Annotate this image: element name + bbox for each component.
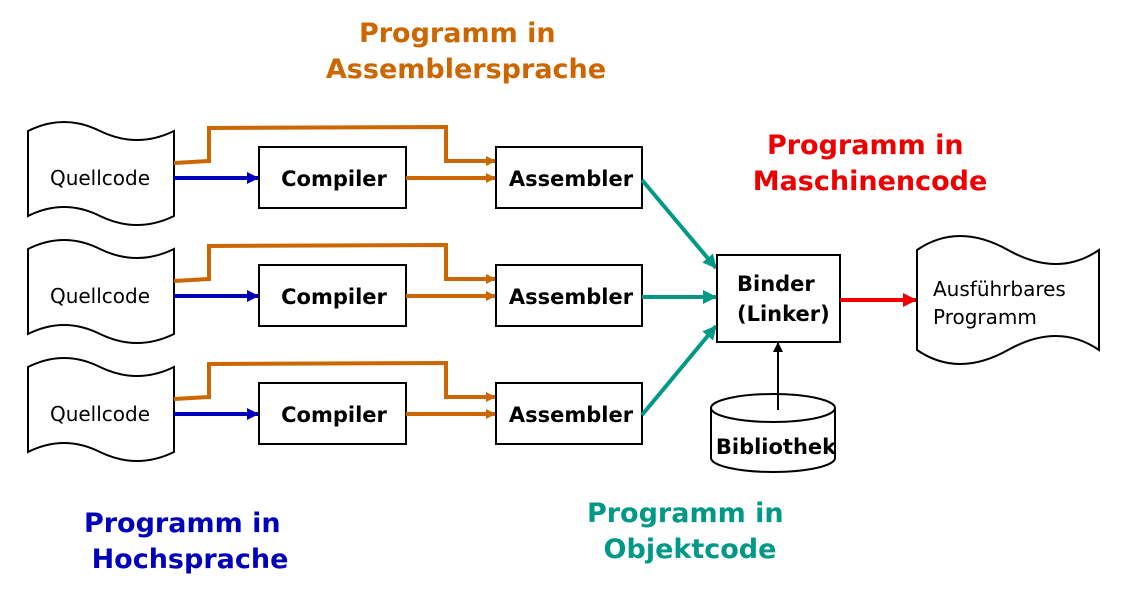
linker-label: Binder (Linker) [737, 272, 830, 326]
assembler-label: Assembler [509, 403, 634, 427]
linker-label-line-2: (Linker) [737, 302, 830, 326]
pipeline-row: Quellcode Compiler Assembler [27, 239, 643, 344]
source-document [27, 357, 175, 462]
high-level-language-label: Programm in Hochsprache [84, 508, 290, 575]
high-level-language-line-2: Hochsprache [92, 544, 289, 575]
machine-code-line-2: Maschinencode [753, 166, 988, 197]
assembler-bypass-arrow [173, 360, 496, 402]
executable-label-line-1: Ausführbares [933, 277, 1066, 301]
assembler-label: Assembler [509, 285, 634, 309]
object-code-arrow-3 [640, 324, 718, 417]
assembler-box [495, 146, 643, 209]
object-code-line-1: Programm in [587, 498, 784, 529]
linker-box: Binder (Linker) [716, 254, 841, 343]
pipeline-row: Quellcode Compiler Assembler [27, 357, 643, 462]
assembler-language-label: Programm in Assemblersprache [326, 18, 606, 85]
executable-label: Ausführbares Programm [933, 277, 1072, 329]
compiler-box [258, 264, 407, 327]
pipeline-row: Quellcode Compiler Assembler [27, 121, 643, 226]
linker-label-line-1: Binder [737, 272, 815, 296]
executable-document: Ausführbares Programm [916, 235, 1100, 365]
compiler-label: Compiler [281, 403, 387, 427]
assembler-language-line-1: Programm in [359, 18, 556, 49]
machine-code-label: Programm in Maschinencode [753, 130, 988, 197]
source-document [27, 121, 175, 226]
assembler-box [495, 382, 643, 445]
object-code-line-2: Objektcode [604, 534, 777, 565]
compiler-box [258, 146, 407, 209]
assembler-language-line-2: Assemblersprache [326, 54, 606, 85]
object-code-label: Programm in Objektcode [587, 498, 793, 565]
assembler-bypass-arrow [173, 124, 496, 166]
object-code-arrow-1 [640, 178, 718, 270]
executable-label-line-2: Programm [933, 305, 1037, 329]
compiler-box [258, 382, 407, 445]
library-cylinder: Bibliothek [710, 393, 837, 473]
assembler-box [495, 264, 643, 327]
source-label: Quellcode [50, 284, 150, 308]
source-label: Quellcode [50, 402, 150, 426]
source-document [27, 239, 175, 344]
compiler-label: Compiler [281, 167, 387, 191]
high-level-language-line-1: Programm in [84, 508, 281, 539]
library-label: Bibliothek [716, 435, 837, 459]
compiler-label: Compiler [281, 285, 387, 309]
assembler-label: Assembler [509, 167, 634, 191]
source-label: Quellcode [50, 166, 150, 190]
assembler-bypass-arrow [173, 242, 496, 284]
machine-code-line-1: Programm in [767, 130, 964, 161]
